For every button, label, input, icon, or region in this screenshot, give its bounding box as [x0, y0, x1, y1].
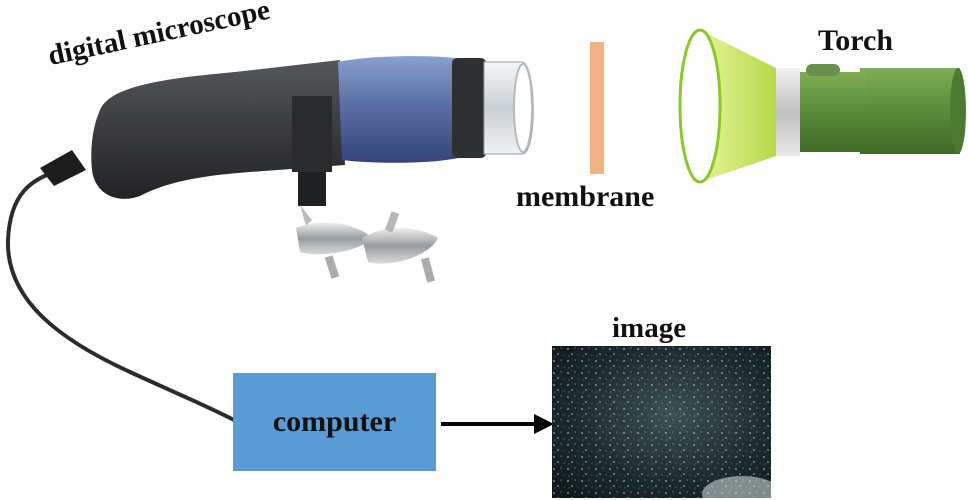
membrane-bar: [590, 42, 604, 174]
usb-cable: [5, 168, 235, 422]
torch-lens-rim: [678, 28, 722, 184]
torch-band: [774, 68, 800, 156]
microscope-post: [298, 172, 326, 206]
label-membrane: membrane: [516, 180, 655, 213]
clip-leg-left: [324, 255, 340, 279]
torch-switch: [806, 64, 840, 76]
clip-left: [296, 222, 372, 255]
torch-tail: [860, 68, 960, 154]
computer-box: computer: [233, 373, 436, 471]
clip-top-pin: [384, 211, 400, 233]
torch-tail-cap: [950, 68, 966, 154]
torch-body: [796, 72, 866, 152]
arrow-right-icon: [534, 414, 554, 434]
microscope-collar: [452, 58, 486, 158]
label-image: image: [612, 312, 687, 344]
clip-leg-right: [421, 257, 435, 283]
cable-plug: [40, 150, 86, 186]
microscope-image-photo: [552, 346, 771, 498]
microscope-bracket: [292, 96, 332, 172]
torch-head: [700, 30, 776, 182]
microscope-body: [91, 60, 345, 199]
label-torch: Torch: [818, 24, 894, 57]
clip-pin: [300, 205, 312, 226]
lens-front-glass: [513, 63, 533, 153]
microscope-grip: [338, 56, 458, 163]
computer-label: computer: [272, 405, 397, 438]
clip-right: [362, 228, 438, 264]
